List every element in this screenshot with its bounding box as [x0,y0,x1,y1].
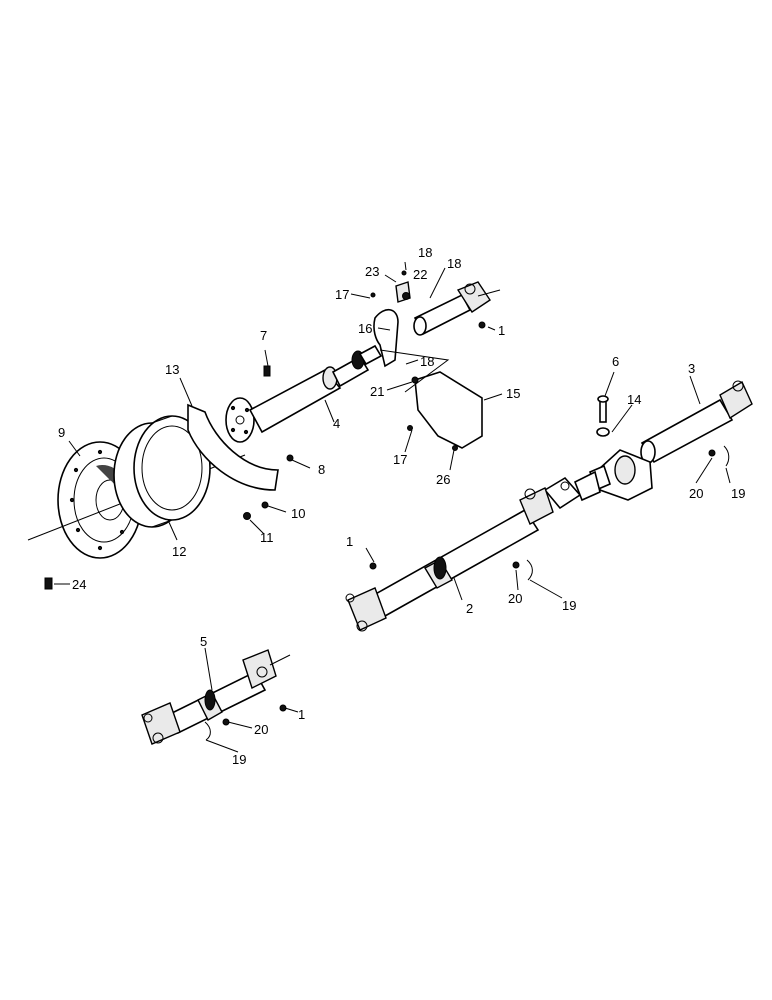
leader-lines [54,261,731,753]
label-9: 9 [58,425,65,440]
label-17b: 17 [393,452,407,467]
fasteners [44,270,730,741]
label-1c: 1 [298,707,305,722]
driveshaft-part-2 [345,487,554,632]
label-26: 26 [436,472,450,487]
shield-part-13 [187,403,279,491]
label-20a: 20 [508,591,522,606]
label-19c: 19 [232,752,246,767]
label-22: 22 [413,267,427,282]
coupling-yokes [543,470,601,510]
label-1a: 1 [498,323,505,338]
housing-ring-part-12 [113,415,211,528]
driveshaft-part-4 [225,344,383,443]
label-24: 24 [72,577,86,592]
label-12: 12 [172,544,186,559]
label-17a: 17 [335,287,349,302]
label-19a: 19 [562,598,576,613]
label-7: 7 [260,328,267,343]
label-18c: 18 [420,354,434,369]
label-14: 14 [627,392,641,407]
label-15: 15 [506,386,520,401]
label-18b: 18 [447,256,461,271]
label-11: 11 [260,530,274,545]
label-18a: 18 [418,245,432,260]
label-10: 10 [291,506,305,521]
label-4: 4 [333,416,340,431]
pillow-block-bearing [589,395,653,501]
label-3: 3 [688,361,695,376]
label-13: 13 [165,362,179,377]
driveshaft-part-3 [640,380,753,464]
driveshaft-part-5 [141,649,291,745]
label-6: 6 [612,354,619,369]
label-8: 8 [318,462,325,477]
bracket-part-15 [414,371,483,449]
label-19b: 19 [731,486,745,501]
label-16: 16 [358,321,372,336]
label-5: 5 [200,634,207,649]
upper-shaft-assembly [413,281,501,336]
label-21: 21 [370,384,384,399]
label-20b: 20 [689,486,703,501]
label-1b: 1 [346,534,353,549]
label-2: 2 [466,601,473,616]
label-23: 23 [365,264,379,279]
part-labels: 4 7 8 10 11 13 9 12 24 1 16 17 15 17 26 … [58,245,745,767]
label-20c: 20 [254,722,268,737]
